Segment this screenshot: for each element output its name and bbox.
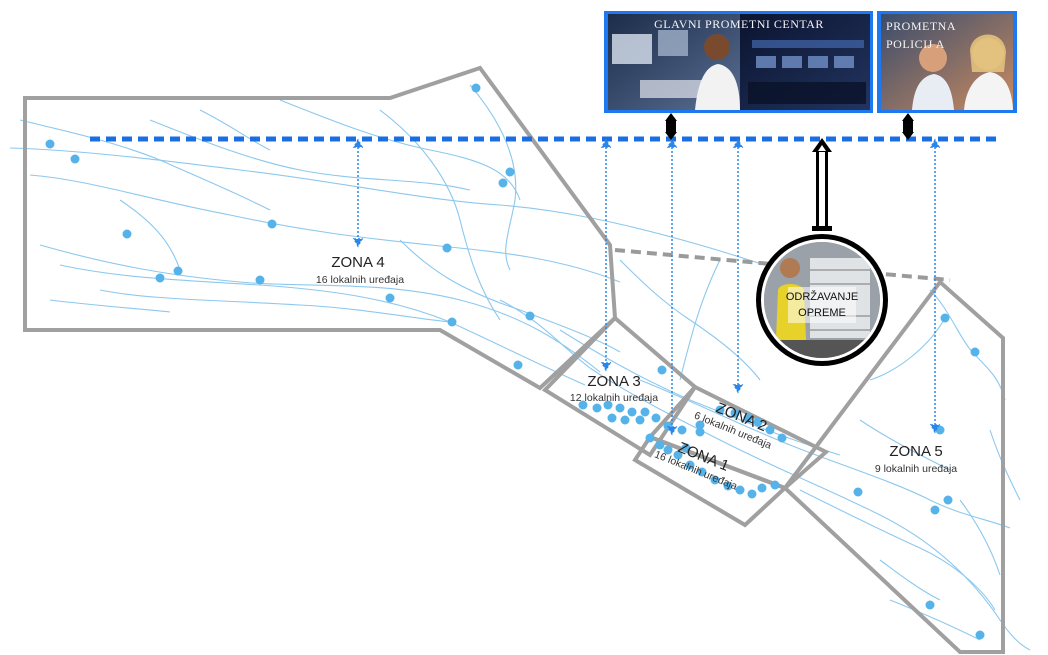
device-dot (448, 318, 457, 327)
link-police (902, 113, 914, 140)
device-dot (926, 601, 935, 610)
device-dot (386, 294, 395, 303)
device-dot (608, 414, 617, 423)
device-dot (123, 230, 132, 239)
main-center-title: GLAVNI PROMETNI CENTAR (654, 17, 824, 31)
device-dot (472, 84, 481, 93)
zone-outlines (25, 68, 1003, 652)
device-dot (931, 506, 940, 515)
device-dot (156, 274, 165, 283)
device-dot (778, 434, 787, 443)
device-dot (636, 416, 645, 425)
zone3-name: ZONA 3 (587, 373, 640, 390)
device-dot (678, 426, 687, 435)
device-dot (771, 481, 780, 490)
device-dot (628, 408, 637, 417)
device-dot (736, 486, 745, 495)
police-title-line1: PROMETNA (886, 19, 956, 33)
device-dot (268, 220, 277, 229)
worker-head (780, 258, 800, 278)
zone3-label: ZONA 3 12 lokalnih uređaja (570, 373, 658, 404)
device-dot (941, 314, 950, 323)
zone3-device-count: 12 lokalnih uređaja (570, 392, 658, 404)
device-dot (646, 434, 655, 443)
zone5-device-count: 9 lokalnih uređaja (875, 463, 957, 475)
panel-links (665, 113, 914, 231)
link-main-center (665, 113, 677, 140)
device-dot (944, 496, 953, 505)
device-dot (621, 416, 630, 425)
maintenance-label-line1: ODRŽAVANJE (786, 290, 858, 303)
device-dot (256, 276, 265, 285)
device-dot (971, 348, 980, 357)
zone5-label: ZONA 5 9 lokalnih uređaja (875, 443, 957, 475)
device-dot (443, 244, 452, 253)
zone1-label: ZONA 1 16 lokalnih uređaja (653, 432, 746, 493)
traffic-police-panel[interactable]: PROMETNA POLICIJ A (877, 11, 1017, 113)
device-dot (976, 631, 985, 640)
operator-head (704, 34, 730, 60)
device-dot (174, 267, 183, 276)
device-dot (499, 179, 508, 188)
device-dot (526, 312, 535, 321)
device-dot (748, 490, 757, 499)
zone4-name: ZONA 4 (331, 254, 384, 271)
device-dot (514, 361, 523, 370)
device-dot (854, 488, 863, 497)
device-dot (616, 404, 625, 413)
zone2-label: ZONA 2 6 lokalnih uređaja (692, 393, 780, 452)
main-traffic-center-panel[interactable]: GLAVNI PROMETNI CENTAR (604, 11, 873, 113)
zone5-name: ZONA 5 (889, 443, 942, 460)
device-dot (46, 140, 55, 149)
police-title-line2: POLICIJ A (886, 37, 945, 51)
device-dot (652, 414, 661, 423)
link-maintenance (812, 138, 832, 231)
device-dot (506, 168, 515, 177)
officer-hair-2 (970, 35, 1006, 73)
device-dot (593, 404, 602, 413)
maintenance-label-line2: OPREME (798, 307, 846, 319)
zone4-label: ZONA 4 16 lokalnih uređaja (316, 254, 404, 286)
device-dot (766, 426, 775, 435)
zone4-device-count: 16 lokalnih uređaja (316, 274, 404, 286)
device-dot (658, 366, 667, 375)
device-dot (758, 484, 767, 493)
maintenance-node[interactable]: ODRŽAVANJE OPREME (756, 234, 888, 366)
device-dot (71, 155, 80, 164)
device-dot (641, 408, 650, 417)
